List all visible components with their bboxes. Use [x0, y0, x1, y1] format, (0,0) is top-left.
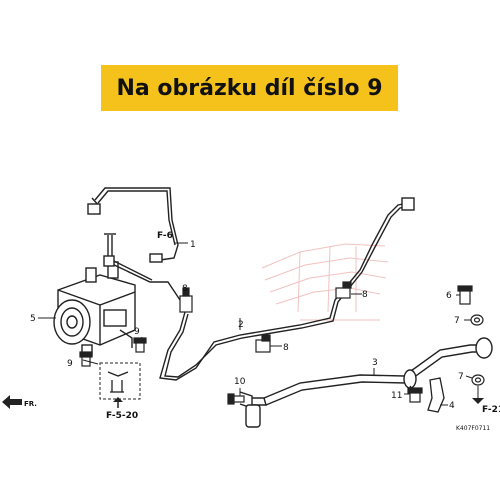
f-5-20-fitting: [107, 371, 129, 393]
honda-wing-watermark-icon: [261, 243, 389, 321]
bolt-10: [227, 393, 245, 405]
callout-6: 6: [446, 291, 452, 301]
callout-10: 10: [234, 377, 246, 387]
washer-7a: [470, 314, 484, 326]
callout-3: 3: [372, 358, 378, 368]
clamp-8c: [255, 334, 271, 353]
part-number-banner: Na obrázku díl číslo 9: [101, 65, 398, 111]
ref-fr: FR.: [24, 400, 37, 408]
f-5-20-arrow-icon: [113, 397, 123, 402]
ref-f-21: F-21: [482, 405, 500, 415]
brake-hose-3: [239, 337, 493, 428]
hose-joint-4: [427, 377, 445, 413]
banner-text: Na obrázku díl číslo 9: [116, 75, 383, 101]
ref-f-5-20: F-5-20: [106, 411, 138, 421]
f-21-arrow-icon: [472, 398, 484, 404]
callout-1: 1: [190, 240, 196, 250]
callout-8c: 8: [283, 343, 289, 353]
diagram-code: K407F0711: [456, 425, 490, 432]
callout-4: 4: [449, 401, 455, 411]
callout-7b: 7: [458, 372, 464, 382]
bolt-11: [407, 387, 423, 403]
ref-f-6: F-6: [157, 231, 173, 241]
bolt-6: [457, 285, 473, 305]
leader-lines: [38, 242, 479, 406]
callout-7a: 7: [454, 316, 460, 326]
callout-9a: 9: [134, 327, 140, 337]
brake-pipe-2: [159, 197, 415, 381]
bolt-9b: [79, 351, 93, 367]
callout-2: 2: [238, 320, 244, 330]
callout-5: 5: [30, 314, 36, 324]
front-direction-arrow-icon: [2, 395, 22, 409]
f-5-20-frame: [99, 362, 141, 400]
washer-7b: [471, 374, 485, 386]
callout-8a: 8: [182, 284, 188, 294]
clamp-8b: [335, 281, 352, 299]
abs-modulator: [53, 261, 136, 356]
brake-pipe-1: [87, 187, 181, 301]
callout-9b: 9: [67, 359, 73, 369]
callout-8b: 8: [362, 290, 368, 300]
callout-11: 11: [391, 391, 402, 401]
bolt-9a: [133, 337, 147, 353]
